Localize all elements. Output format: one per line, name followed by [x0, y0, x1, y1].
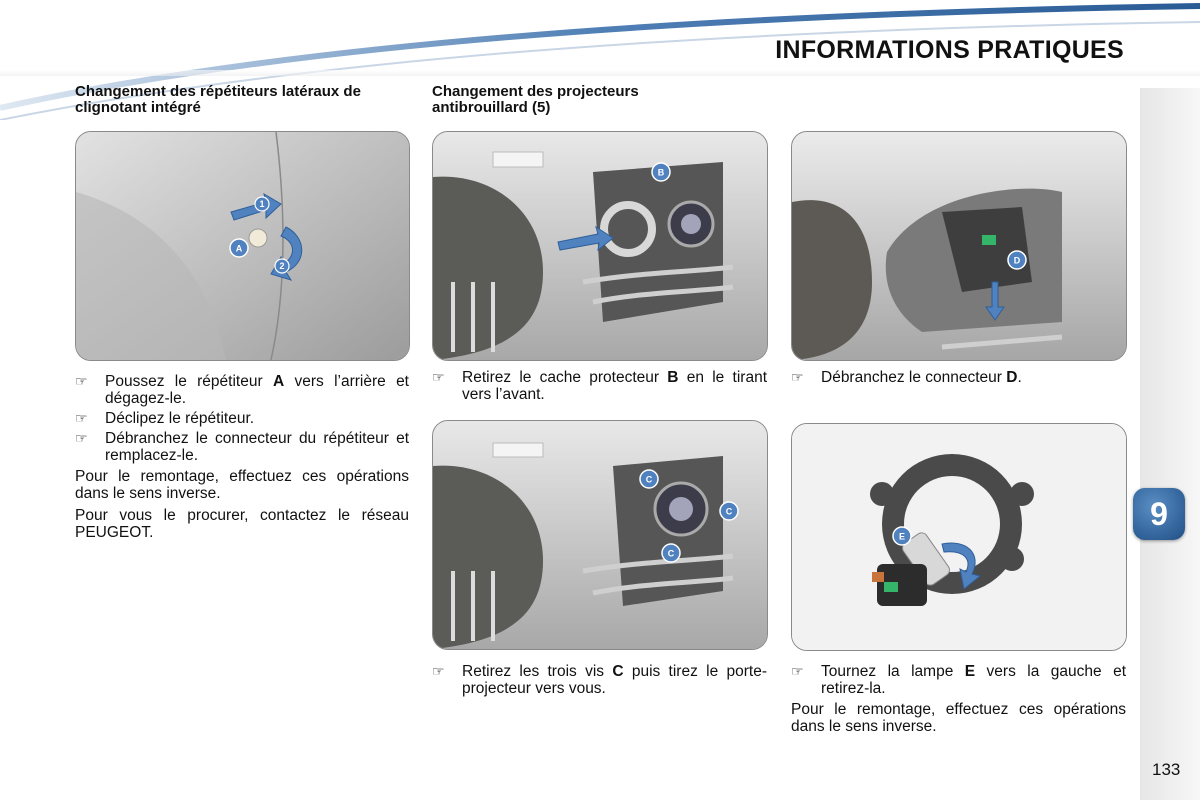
- list-item: ☞ Retirez le cache protecteur B en le ti…: [432, 369, 767, 403]
- chapter-tab: [1140, 88, 1200, 800]
- label-e: E: [892, 526, 912, 546]
- pointing-hand-icon: ☞: [432, 369, 445, 385]
- label-2: 2: [274, 258, 290, 274]
- label-c-1: C: [639, 469, 659, 489]
- list-item: ☞ Tournez la lampe E vers la gauche et r…: [791, 663, 1127, 697]
- right-top-instructions: ☞ Débranchez le connecteur D.: [791, 369, 1126, 389]
- list-item: ☞ Poussez le répétiteur A vers l’arrière…: [75, 373, 409, 407]
- pointing-hand-icon: ☞: [75, 430, 88, 446]
- mid-top-instructions: ☞ Retirez le cache protecteur B en le ti…: [432, 369, 767, 406]
- page-title: INFORMATIONS PRATIQUES: [775, 36, 1124, 64]
- pointing-hand-icon: ☞: [432, 663, 445, 679]
- svg-text:A: A: [236, 244, 243, 254]
- svg-text:E: E: [899, 532, 905, 542]
- pointing-hand-icon: ☞: [75, 373, 88, 389]
- svg-text:C: C: [726, 507, 733, 517]
- photo-fog-screws: C C C: [432, 420, 768, 650]
- svg-text:C: C: [646, 475, 653, 485]
- header-swoosh: [0, 0, 1200, 120]
- photo-fog-bulb: E: [791, 423, 1127, 651]
- label-c-2: C: [719, 501, 739, 521]
- pointing-hand-icon: ☞: [791, 663, 804, 679]
- list-item: ☞ Débranchez le connecteur D.: [791, 369, 1022, 386]
- right-bottom-instructions: ☞ Tournez la lampe E vers la gauche et r…: [791, 663, 1126, 740]
- pointing-hand-icon: ☞: [791, 369, 804, 385]
- list-item: ☞ Déclipez le répétiteur.: [75, 410, 255, 427]
- photo-fog-cover: B: [432, 131, 768, 361]
- svg-text:2: 2: [279, 261, 284, 271]
- photo-side-repeater: A 1 2: [75, 131, 410, 361]
- list-item: ☞ Débranchez le connecteur du répétiteur…: [75, 430, 409, 464]
- paragraph: Pour le remontage, effectuez ces opérati…: [791, 701, 1126, 735]
- pointing-hand-icon: ☞: [75, 410, 88, 426]
- list-item: ☞ Retirez les trois vis C puis tirez le …: [432, 663, 767, 697]
- paragraph: Pour vous le procurer, contactez le rése…: [75, 507, 409, 541]
- svg-text:1: 1: [259, 199, 264, 209]
- label-a: A: [229, 238, 249, 258]
- photo-fog-connector: D: [791, 131, 1127, 361]
- label-c-3: C: [661, 543, 681, 563]
- label-d: D: [1007, 250, 1027, 270]
- mid-bottom-instructions: ☞ Retirez les trois vis C puis tirez le …: [432, 663, 767, 700]
- left-instructions: ☞ Poussez le répétiteur A vers l’arrière…: [75, 373, 409, 546]
- label-1: 1: [254, 196, 270, 212]
- paragraph: Pour le remontage, effectuez ces opérati…: [75, 468, 409, 502]
- page-number: 133: [1152, 760, 1181, 779]
- section-title-fog-lamps: Changement des projecteurs antibrouillar…: [432, 83, 639, 116]
- chapter-badge[interactable]: 9: [1133, 488, 1185, 540]
- section-title-side-repeaters: Changement des répétiteurs latéraux de c…: [75, 83, 361, 116]
- label-b: B: [651, 162, 671, 182]
- svg-text:C: C: [668, 549, 675, 559]
- svg-text:B: B: [658, 168, 665, 178]
- svg-text:D: D: [1014, 256, 1021, 266]
